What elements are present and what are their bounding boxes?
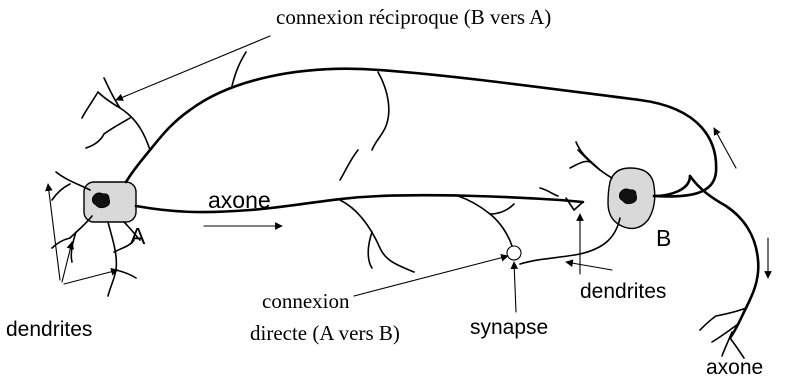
label-synapse: synapse	[470, 316, 548, 339]
axon-b-to-a-inner	[654, 176, 690, 196]
axon-branch-3	[458, 196, 512, 246]
synapse-circle	[507, 246, 521, 260]
pointer-direct	[354, 256, 508, 296]
pointer-dendrites-left-2	[62, 242, 72, 282]
axon-branch-1	[340, 200, 414, 272]
dendrite-a-2	[52, 216, 92, 262]
recip-branch-3	[232, 52, 246, 86]
label-neuron-a: A	[130, 223, 146, 249]
pointer-dendrites-right-2	[566, 262, 612, 270]
pointer-synapse	[514, 262, 516, 312]
dendrite-b-lower	[520, 218, 620, 264]
dendrite-b-top-2	[576, 142, 600, 170]
label-reciprocal: connexion réciproque (B vers A)	[276, 5, 551, 29]
axon-branch-4	[490, 204, 514, 214]
label-neuron-b: B	[656, 225, 671, 251]
axon-b-terminals	[700, 308, 746, 358]
label-direct-line2: directe (A vers B)	[250, 321, 400, 345]
axon-branch-2	[368, 232, 372, 268]
recip-branch-1	[372, 72, 389, 150]
recip-terminal-a-2	[82, 92, 104, 148]
recip-branch-2	[340, 150, 358, 180]
axon-a-to-b	[136, 195, 583, 212]
label-axon-right: axone	[706, 356, 763, 379]
label-direct-line1: connexion	[262, 289, 350, 313]
dendrite-b-top-1	[570, 150, 612, 178]
label-dendrites-right: dendrites	[580, 280, 666, 303]
label-axon-main: axone	[208, 187, 271, 213]
pointer-dendrites-left-3	[64, 270, 118, 284]
arrow-up-right	[714, 128, 736, 168]
neuron-b	[608, 168, 655, 228]
label-dendrites-left: dendrites	[6, 318, 92, 341]
pointer-reciprocal	[116, 36, 270, 100]
axon-branch-5	[540, 188, 558, 196]
